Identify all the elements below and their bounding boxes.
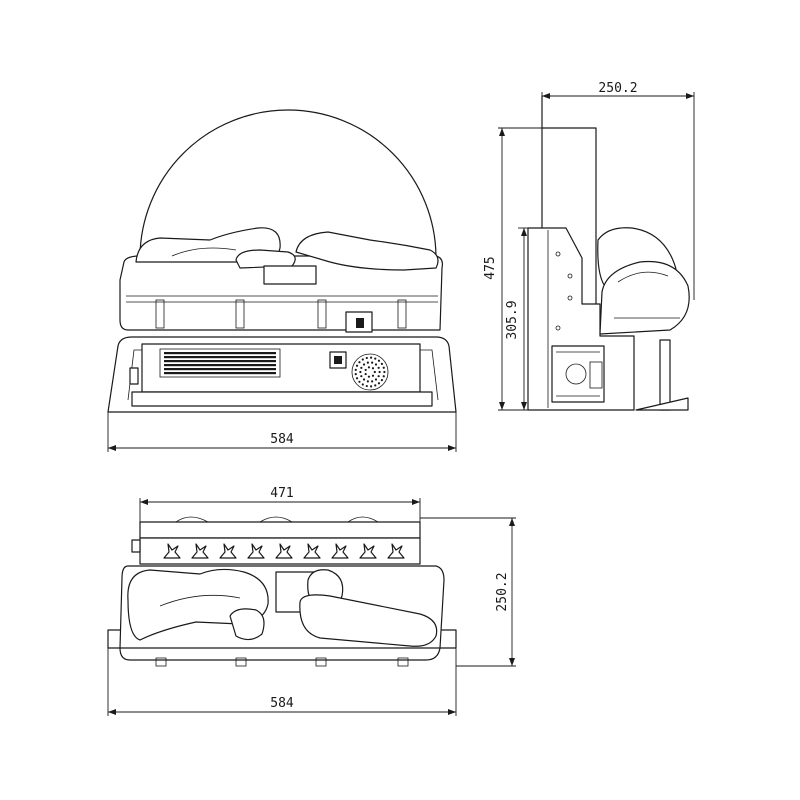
dim-front-width-label: 584 bbox=[270, 432, 294, 447]
dim-front-width bbox=[107, 412, 457, 452]
dim-top-inner-width-label: 471 bbox=[270, 486, 293, 501]
dim-side-depth-label: 250.2 bbox=[598, 81, 637, 96]
side-view: 250.2 475 305.9 bbox=[483, 81, 695, 411]
dim-top-depth bbox=[420, 517, 516, 667]
flame-icons bbox=[163, 543, 405, 559]
dim-top-depth-label: 250.2 bbox=[495, 572, 510, 611]
dim-top-inner-width bbox=[139, 498, 421, 522]
dim-top-width-label: 584 bbox=[270, 696, 294, 711]
front-log-right bbox=[295, 231, 439, 271]
dim-top-width bbox=[107, 648, 457, 716]
dim-side-depth bbox=[541, 92, 695, 300]
dim-side-height bbox=[498, 127, 542, 411]
top-rear-panel bbox=[139, 521, 421, 539]
side-glass-screen bbox=[541, 95, 597, 319]
top-view: 471 250.2 584 bbox=[107, 486, 516, 716]
dim-side-body-height-label: 305.9 bbox=[505, 300, 520, 339]
front-log-middle bbox=[235, 249, 296, 269]
front-base-stand bbox=[107, 336, 457, 413]
top-base bbox=[107, 629, 457, 649]
top-flame-strip bbox=[139, 537, 421, 565]
top-log-right bbox=[299, 594, 438, 647]
front-view: 584 bbox=[107, 109, 457, 452]
side-fan-motor bbox=[551, 345, 605, 403]
front-dome bbox=[139, 109, 437, 259]
dim-side-height-label: 475 bbox=[483, 256, 498, 279]
dim-side-body-height bbox=[518, 227, 528, 410]
front-speaker bbox=[351, 353, 389, 391]
heater-grille bbox=[159, 348, 281, 378]
